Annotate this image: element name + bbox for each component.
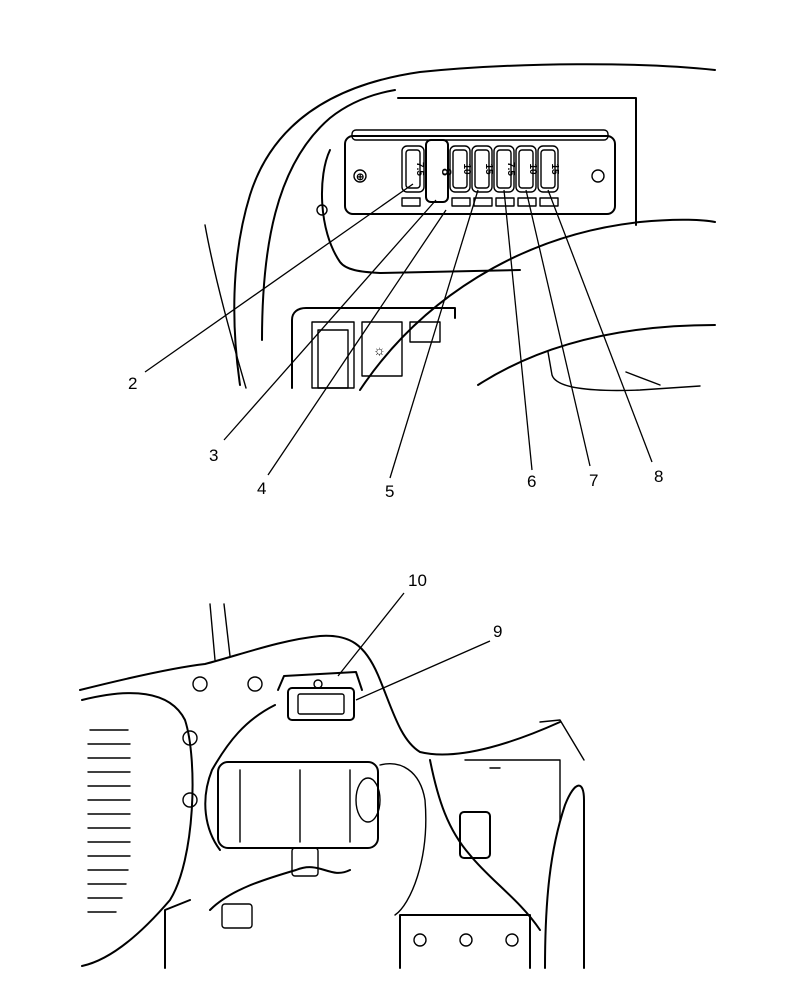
dash-cowl-outer (233, 63, 716, 386)
fuse-box-screw-right (591, 169, 605, 183)
bolt-7 (505, 933, 519, 947)
fuse-6-rating: 10 (527, 163, 538, 175)
callout-9: 9 (493, 622, 502, 641)
fuse-panel-view: ⊕ 7.5 8 10 15 7.5 10 (128, 63, 716, 501)
bracket-bolt (313, 679, 323, 689)
steering-hub (547, 351, 701, 392)
fuse-box-screw-left (353, 169, 367, 183)
switch-panel (291, 307, 456, 389)
fuse-7: 15 (537, 145, 560, 193)
panel-recess (320, 97, 637, 274)
fuse-6: 10 (515, 145, 538, 193)
fuse-2: 8 (425, 139, 455, 203)
svg-text:⊕: ⊕ (356, 172, 364, 183)
right-bracket (464, 759, 561, 821)
switch-right (409, 321, 441, 343)
fender-outline (79, 634, 561, 756)
callout-4: 4 (257, 479, 266, 498)
dash-cowl-inner (261, 89, 396, 341)
bolt-5 (413, 933, 427, 947)
callout-8: 8 (654, 467, 663, 486)
steering-wheel-upper (359, 218, 716, 391)
recess-screw (316, 204, 328, 216)
engine-bay-view: 10 9 (79, 571, 585, 969)
bolt-4 (182, 792, 198, 808)
leader-3 (223, 199, 437, 441)
fuse-5: 7.5 (493, 145, 516, 193)
connector-right (459, 811, 491, 859)
bolt-3 (182, 730, 198, 746)
wiring-harness-lower (209, 866, 351, 911)
wiring-harness-right (429, 759, 541, 931)
fuse-box (344, 135, 616, 215)
cooling-fins (87, 729, 131, 913)
fuse-3: 10 (449, 145, 472, 193)
connector-lower (291, 847, 319, 877)
leader-10 (337, 592, 405, 677)
leader-7 (525, 189, 591, 467)
fuse-5-rating: 7.5 (505, 162, 516, 176)
dash-left-edge (204, 224, 247, 389)
fuse-4: 15 (471, 145, 494, 193)
wire-loop (379, 763, 427, 916)
fuse-2-rating: 8 (439, 168, 455, 176)
leader-8 (547, 189, 653, 463)
relay-unit (287, 687, 355, 721)
light-switch (361, 321, 403, 377)
relay-bracket (277, 671, 363, 691)
callout-2: 2 (128, 374, 137, 393)
bolt-1 (192, 676, 208, 692)
right-tube (544, 784, 585, 969)
callout-5: 5 (385, 482, 394, 501)
fuse-1-rating: 7.5 (414, 162, 425, 176)
right-panel-edge (539, 719, 585, 761)
fuse-3-rating: 10 (461, 163, 472, 175)
light-switch-icon: ☼ (373, 342, 386, 358)
callout-3: 3 (209, 446, 218, 465)
spare-fuse-slots (401, 197, 559, 207)
leader-5 (389, 189, 479, 479)
switch-left-inner (317, 329, 349, 389)
wiring-harness-left (204, 704, 276, 851)
engine-shroud (81, 692, 194, 967)
callout-6: 6 (527, 472, 536, 491)
leader-9 (355, 640, 491, 701)
leader-6 (503, 189, 533, 471)
callout-10: 10 (408, 571, 427, 590)
lower-frame (164, 899, 531, 969)
fuse-1: 7.5 (401, 145, 425, 193)
callout-7: 7 (589, 471, 598, 490)
fuse-4-rating: 15 (483, 163, 494, 175)
starter-motor (217, 761, 381, 849)
bolt-2 (247, 676, 263, 692)
fender-edge (209, 603, 231, 661)
fuse-7-rating: 15 (549, 163, 560, 175)
steering-wheel-lower (477, 324, 716, 386)
bolt-6 (459, 933, 473, 947)
fuse-box-lid-line (351, 129, 609, 141)
connector-left (221, 903, 253, 929)
leader-4 (267, 209, 447, 476)
leader-2 (144, 183, 414, 373)
